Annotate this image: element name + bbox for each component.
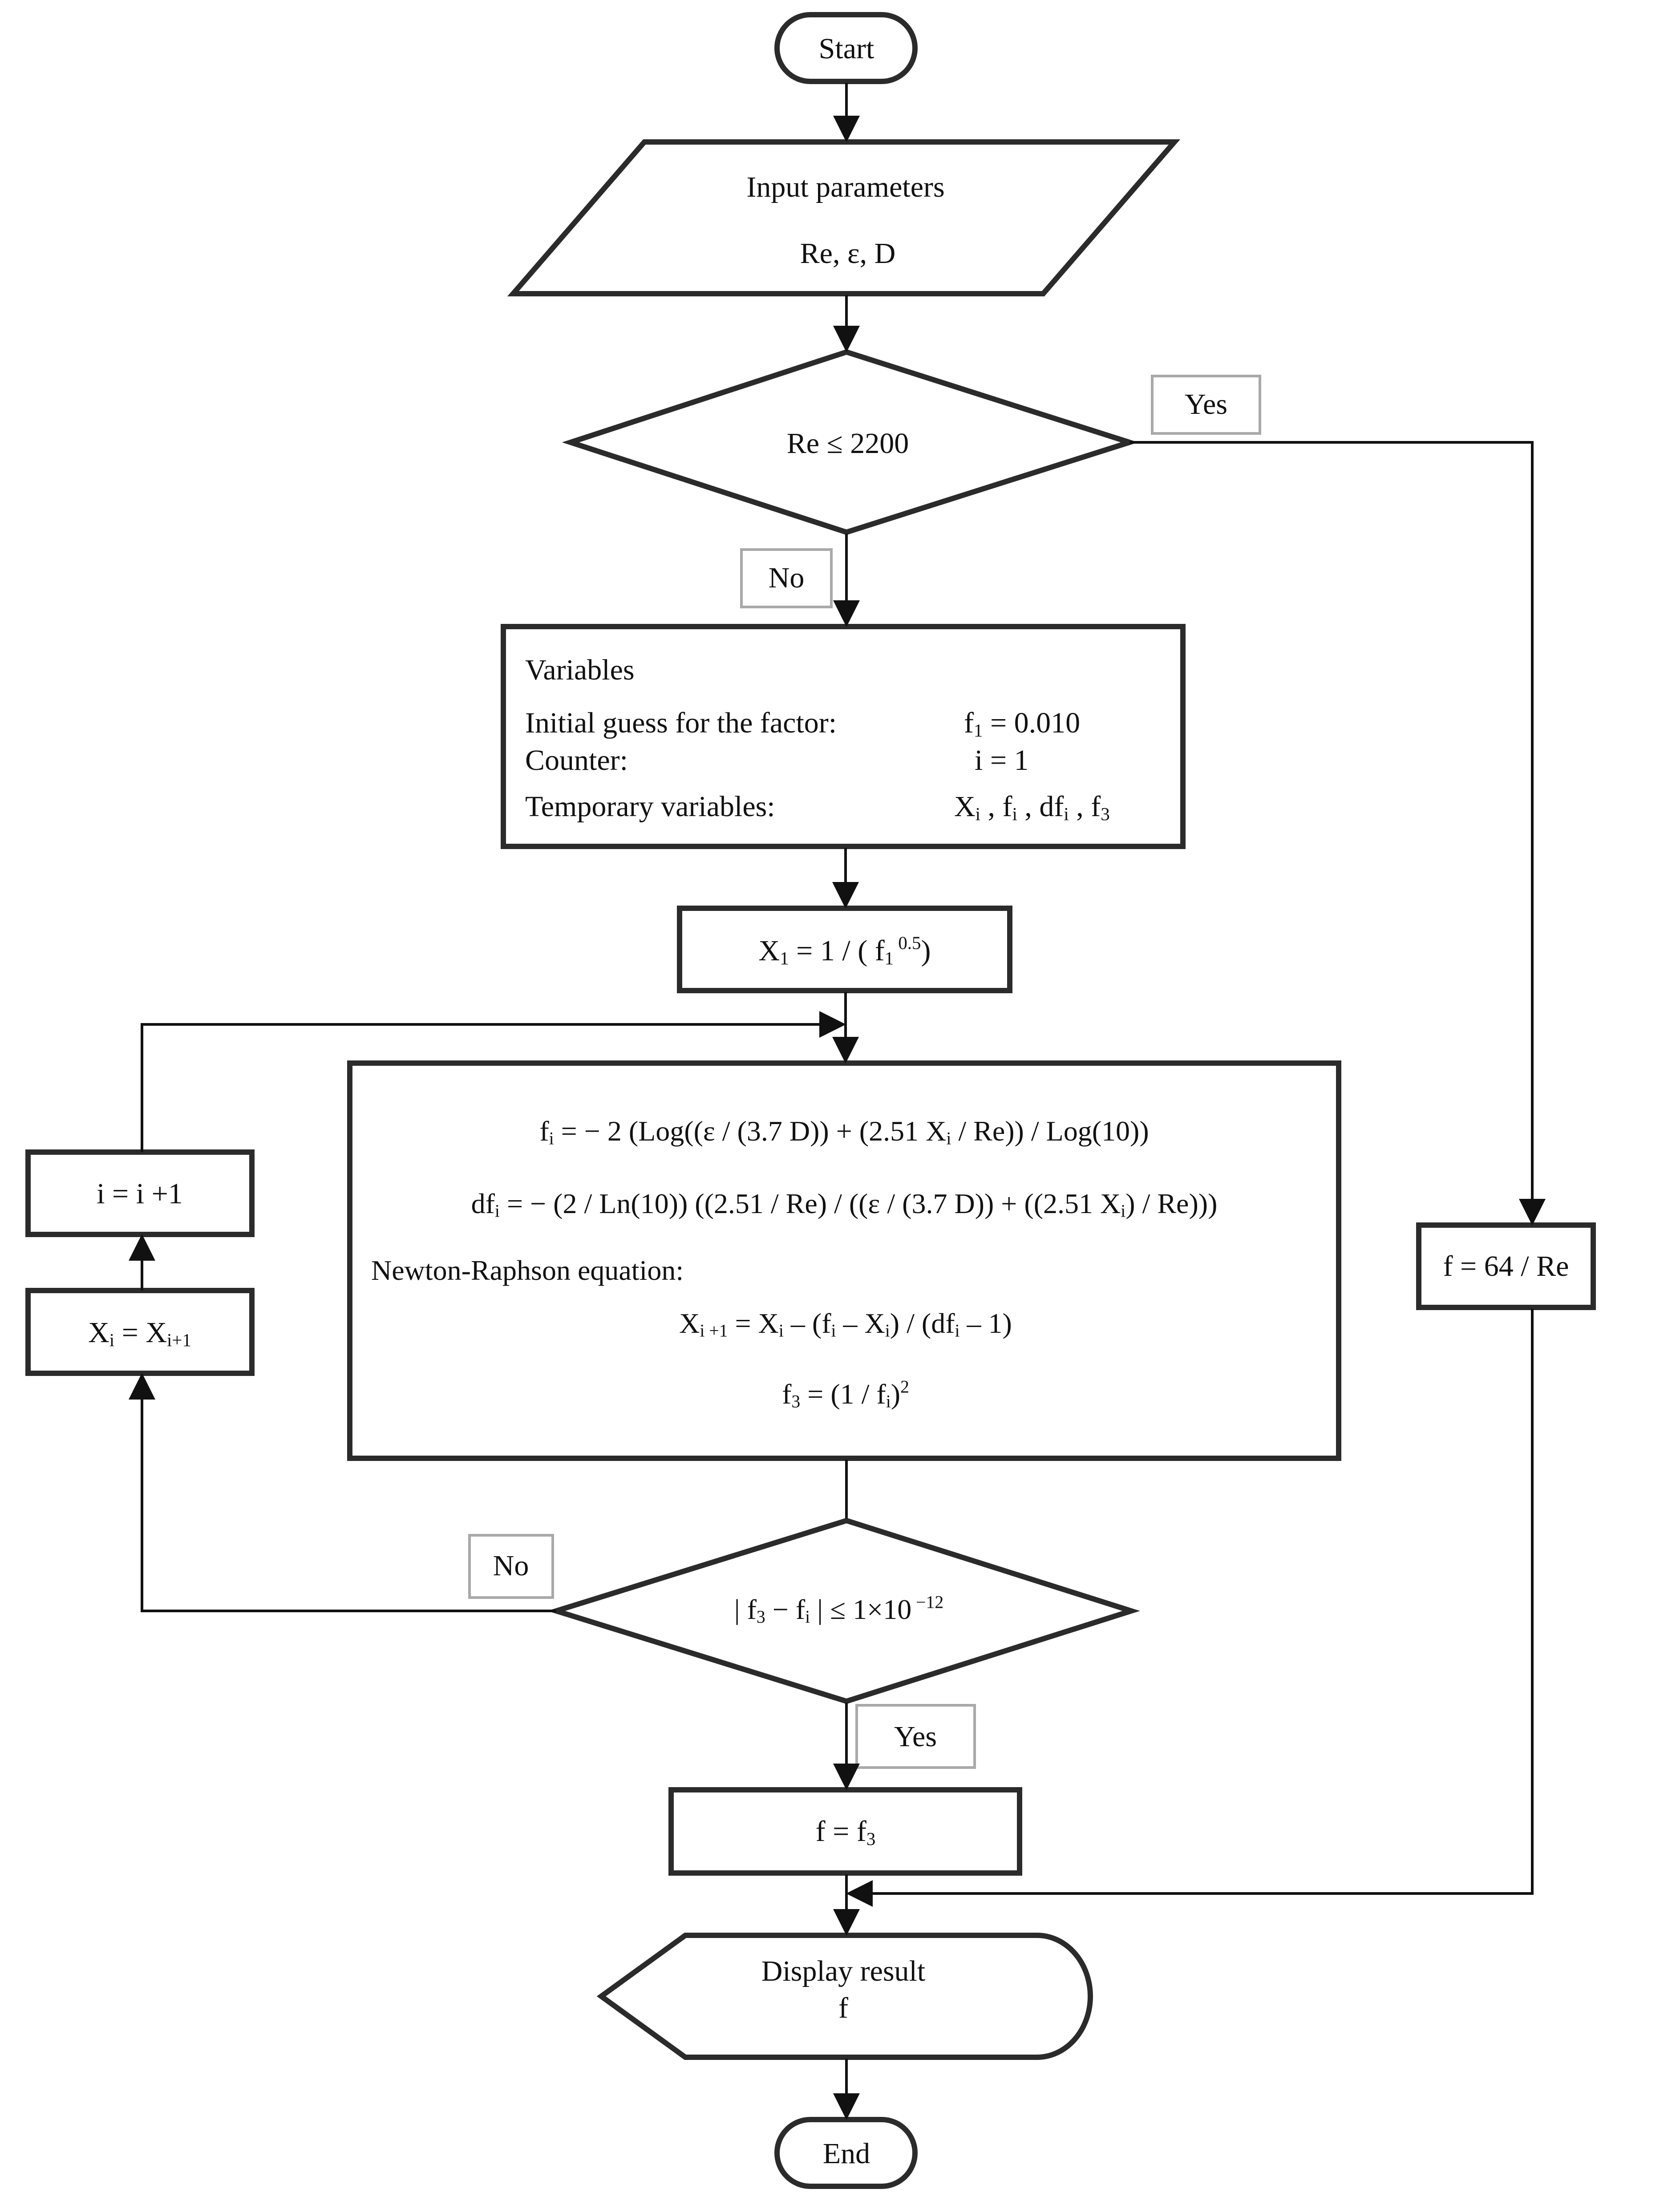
end-label: End — [822, 2137, 870, 2170]
variables-box — [501, 624, 1186, 849]
display-line1: Display result — [761, 1955, 926, 1987]
variables-label-counter: Counter: — [525, 744, 628, 777]
connector-no-loop-update — [129, 1373, 556, 1612]
decision-re-text: Re ≤ 2200 — [786, 427, 909, 460]
newton-raphson-title: Newton-Raphson equation: — [371, 1254, 684, 1286]
equation-dfi: dfi = − (2 / Ln(10)) ((2.51 / Re) / ((ε … — [471, 1188, 1218, 1221]
label-box-yes-conv — [855, 1704, 976, 1769]
decision-convergence-diamond — [547, 1517, 1140, 1704]
decision-convergence-no: No — [493, 1550, 529, 1582]
x1-init-text: X1 = 1 / ( f1 0.5) — [758, 933, 931, 968]
equation-f3: f3 = (1 / fi)2 — [782, 1377, 909, 1412]
start-label: Start — [818, 32, 874, 65]
update-text: Xi = Xi+1 — [88, 1316, 191, 1350]
connector-laminar-display — [846, 1309, 1534, 1907]
label-box-no-conv — [468, 1534, 554, 1599]
x1-init-box — [677, 906, 1012, 993]
variables-label-guess: Initial guess for the factor: — [525, 707, 837, 739]
connector-yes-laminar — [1129, 441, 1546, 1226]
variables-value-guess: f1 = 0.010 — [964, 707, 1081, 740]
variables-label-temp: Temporary variables: — [525, 790, 775, 823]
variables-value-temp: Xi , fi , dfi , f3 — [954, 790, 1110, 824]
decision-convergence-text: | f3 − fi | ≤ 1×10 −12 — [734, 1592, 944, 1627]
equation-newton-raphson: Xi +1 = Xi – (fi – Xi) / (dfi – 1) — [679, 1307, 1012, 1341]
laminar-text: f = 64 / Re — [1443, 1250, 1569, 1283]
variables-value-counter: i = 1 — [975, 744, 1029, 777]
decision-re-diamond — [562, 349, 1138, 535]
decision-re-yes: Yes — [1184, 388, 1228, 421]
start-terminal — [774, 12, 918, 84]
input-params: Re, ε, D — [800, 237, 896, 270]
display-line2: f — [838, 1992, 848, 2024]
decision-convergence-yes: Yes — [894, 1720, 937, 1753]
update-box — [25, 1288, 255, 1376]
result-box — [668, 1787, 1022, 1876]
connector-increment-compute — [141, 1011, 846, 1152]
decision-re-no: No — [768, 562, 805, 594]
laminar-box — [1416, 1222, 1596, 1310]
display-shape — [596, 1933, 1093, 2060]
compute-box — [347, 1060, 1341, 1461]
variables-title: Variables — [525, 654, 635, 686]
equation-fi: fi = − 2 (Log((ε / (3.7 D)) + (2.51 Xi /… — [539, 1115, 1149, 1149]
input-parallelogram — [507, 139, 1181, 296]
label-box-no-re — [740, 548, 833, 608]
input-title: Input parameters — [746, 171, 945, 203]
label-box-yes-re — [1151, 375, 1261, 435]
increment-text: i = i +1 — [97, 1177, 183, 1210]
result-text: f = f3 — [815, 1815, 876, 1849]
increment-box — [25, 1149, 255, 1237]
